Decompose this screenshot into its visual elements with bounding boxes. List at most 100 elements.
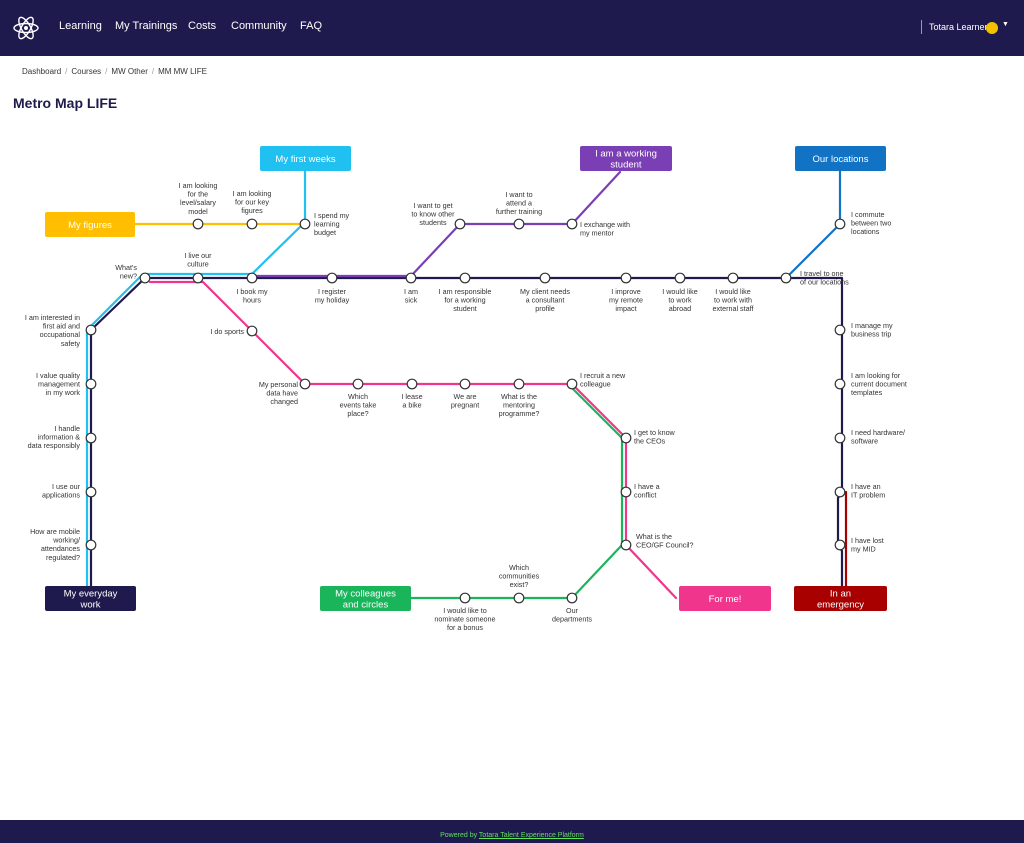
- station-marker[interactable]: [513, 592, 525, 604]
- station-marker[interactable]: [834, 218, 846, 230]
- nav-item-my-trainings[interactable]: My Trainings: [115, 20, 178, 32]
- station-marker[interactable]: [513, 218, 525, 230]
- station-marker[interactable]: [139, 272, 151, 284]
- station-marker[interactable]: [620, 539, 632, 551]
- station-marker[interactable]: [405, 272, 417, 284]
- station-marker[interactable]: [85, 378, 97, 390]
- station-marker[interactable]: [459, 592, 471, 604]
- station-marker[interactable]: [727, 272, 739, 284]
- station-marker[interactable]: [85, 486, 97, 498]
- user-avatar-icon[interactable]: [986, 22, 998, 34]
- terminal-first-weeks[interactable]: My first weeks: [260, 146, 351, 171]
- station-marker[interactable]: [85, 539, 97, 551]
- station-marker[interactable]: [85, 324, 97, 336]
- user-menu-name[interactable]: Totara Learner: [929, 22, 988, 32]
- footer-link[interactable]: Totara Talent Experience Platform: [478, 832, 584, 839]
- station-marker[interactable]: [834, 539, 846, 551]
- station-marker[interactable]: [834, 486, 846, 498]
- station-marker[interactable]: [352, 378, 364, 390]
- station-marker[interactable]: [246, 218, 258, 230]
- breadcrumb-mw-other[interactable]: MW Other: [111, 67, 148, 76]
- station-marker[interactable]: [192, 218, 204, 230]
- station-marker[interactable]: [566, 218, 578, 230]
- breadcrumb-dashboard[interactable]: Dashboard: [22, 67, 62, 76]
- station-marker[interactable]: [620, 432, 632, 444]
- station-marker[interactable]: [566, 592, 578, 604]
- terminal-locations[interactable]: Our locations: [795, 146, 886, 171]
- station-marker[interactable]: [246, 325, 258, 337]
- station-marker[interactable]: [674, 272, 686, 284]
- terminal-for-me[interactable]: For me!: [679, 586, 771, 611]
- terminal-figures[interactable]: My figures: [45, 212, 135, 237]
- atom-logo-icon[interactable]: [12, 14, 40, 42]
- station-marker[interactable]: [406, 378, 418, 390]
- station-marker[interactable]: [620, 486, 632, 498]
- caret-down-icon[interactable]: ▼: [1002, 21, 1009, 28]
- station-do-sports[interactable]: I do sports: [210, 325, 258, 337]
- station-marker[interactable]: [299, 378, 311, 390]
- nav-item-costs[interactable]: Costs: [188, 20, 217, 32]
- station-marker[interactable]: [85, 432, 97, 444]
- nav-item-learning[interactable]: Learning: [59, 20, 102, 32]
- breadcrumb-courses[interactable]: Courses: [71, 67, 102, 76]
- station-marker[interactable]: [326, 272, 338, 284]
- station-marker[interactable]: [192, 272, 204, 284]
- nav-item-community[interactable]: Community: [231, 20, 287, 32]
- station-marker[interactable]: [299, 218, 311, 230]
- station-marker[interactable]: [459, 378, 471, 390]
- station-marker[interactable]: [566, 378, 578, 390]
- station-marker[interactable]: [834, 378, 846, 390]
- station-marker[interactable]: [834, 432, 846, 444]
- station-marker[interactable]: [454, 218, 466, 230]
- station-marker[interactable]: [620, 272, 632, 284]
- station-marker[interactable]: [513, 378, 525, 390]
- station-marker[interactable]: [539, 272, 551, 284]
- station-hardware[interactable]: I need hardware/software: [834, 428, 905, 446]
- station-marker[interactable]: [246, 272, 258, 284]
- nav-item-faq[interactable]: FAQ: [300, 20, 323, 32]
- station-marker[interactable]: [780, 272, 792, 284]
- station-marker[interactable]: [459, 272, 471, 284]
